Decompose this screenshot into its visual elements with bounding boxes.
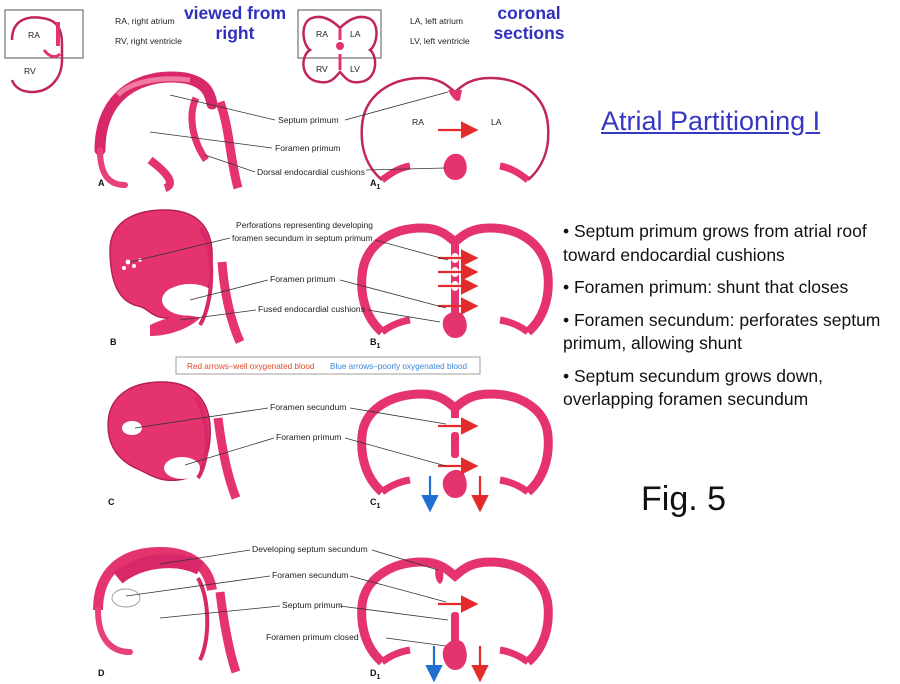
a-foramen-primum: Foramen primum — [275, 143, 340, 153]
panel-b1-letter: B1 — [370, 337, 381, 350]
inset-label-ra: RA — [28, 30, 40, 40]
bullet-item: • Foramen primum: shunt that closes — [563, 277, 849, 297]
inset-right-view: RA RV — [4, 9, 84, 94]
panel-b-letter: B — [110, 337, 117, 347]
panel-a1-letter: A1 — [370, 178, 381, 191]
c-foramen-secundum: Foramen secundum — [270, 402, 346, 412]
panel-c1-letter: C1 — [370, 497, 381, 510]
d-septum-secundum: Developing septum secundum — [252, 544, 368, 554]
panel-a-right-view — [94, 71, 243, 192]
panel-c-letter: C — [108, 497, 115, 507]
legend-rv: RV, right ventricle — [115, 36, 182, 46]
arrow-legend-blue: Blue arrows–poorly oxygenated blood — [330, 362, 467, 371]
bullet-item: • Septum primum grows from atrial roof t… — [563, 221, 867, 265]
panel-a-letter: A — [98, 178, 105, 188]
d-foramen-secundum: Foramen secundum — [272, 570, 348, 580]
inset-coronal-lv: LV — [350, 64, 360, 74]
a1-ra-label: RA — [412, 117, 424, 127]
a-dorsal-cushions: Dorsal endocardial cushions — [257, 167, 365, 177]
d-septum-primum: Septum primum — [282, 600, 343, 610]
figure-label: Fig. 5 — [641, 480, 727, 518]
inset-coronal: RA LA RV LV — [297, 9, 382, 84]
panel-b-right-view — [109, 209, 245, 344]
legend-la: LA, left atrium — [410, 16, 463, 26]
b-perforations-1: Perforations representing developing — [236, 220, 373, 230]
arrow-legend-box — [175, 356, 481, 375]
slide-title: Atrial Partitioning I — [601, 106, 821, 136]
legend-ra: RA, right atrium — [115, 16, 175, 26]
panel-b1-coronal — [357, 223, 553, 338]
panel-d-letter: D — [98, 668, 105, 678]
header-coronal-sections: coronal sections — [493, 3, 565, 43]
panel-c-right-view — [107, 381, 241, 500]
bullet-list: • Septum primum grows from atrial roof t… — [563, 220, 900, 421]
bullet-item: • Foramen secundum: perforates septum pr… — [563, 309, 881, 354]
a-septum-primum: Septum primum — [278, 115, 339, 125]
header-viewed-from-right: viewed from right — [183, 3, 287, 43]
legend-lv: LV, left ventricle — [410, 36, 470, 46]
c-foramen-primum: Foramen primum — [276, 432, 341, 442]
inset-coronal-la: LA — [350, 29, 361, 39]
inset-coronal-ra: RA — [316, 29, 328, 39]
panel-a1-coronal — [360, 76, 550, 183]
panel-c1-coronal — [357, 389, 553, 513]
panel-d1-coronal — [357, 557, 553, 683]
b-perforations-2: foramen secundum in septum primum — [232, 233, 373, 243]
a1-la-label: LA — [491, 117, 502, 127]
panel-d1-letter: D1 — [370, 668, 381, 681]
inset-label-rv: RV — [24, 66, 36, 76]
panel-d-right-view — [93, 546, 241, 674]
arrow-legend-red: Red arrows–well oxygenated blood — [187, 362, 315, 371]
inset-coronal-rv: RV — [316, 64, 328, 74]
d-foramen-primum-closed: Foramen primum closed — [266, 632, 359, 642]
b-fused-cushions: Fused endocardial cushions — [258, 304, 365, 314]
b-foramen-primum: Foramen primum — [270, 274, 335, 284]
bullet-item: • Septum secundum grows down, overlappin… — [563, 365, 824, 410]
